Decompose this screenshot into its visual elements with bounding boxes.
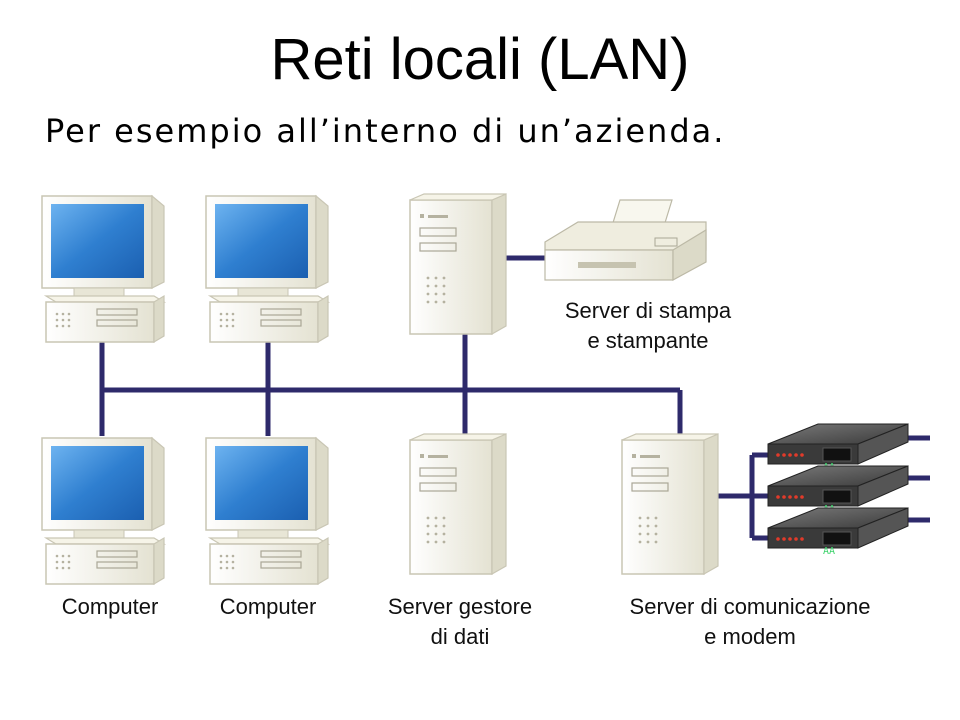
print-server-label-line1: Server di stampa: [564, 298, 732, 323]
comm-server-label-line2: e modem: [704, 624, 796, 649]
modem-stack: AA AA AA: [767, 423, 909, 557]
computer-icon: [205, 437, 329, 585]
computer-label-2: Computer: [219, 594, 317, 619]
slide-title: Reti locali (LAN): [270, 27, 690, 92]
slide-subtitle: Per esempio all’interno di un’azienda.: [45, 112, 726, 150]
modem-display-3: AA: [823, 546, 835, 557]
print-server-label-line2: e stampante: [587, 328, 709, 353]
comm-server-label-line1: Server di comunicazione: [629, 594, 871, 619]
computer-label-1: Computer: [61, 594, 159, 619]
comm-server-label: Server di comunicazione e modem: [600, 592, 900, 652]
computer-icon: [41, 437, 165, 585]
network-cables: [99, 255, 930, 541]
comm-server-tower-icon: [621, 433, 719, 575]
computer-icon: [41, 195, 165, 343]
print-server-label: Server di stampa e stampante: [548, 296, 748, 356]
data-server-label-line1: Server gestore: [387, 594, 533, 619]
data-server-tower-icon: [409, 433, 507, 575]
computer-icon: [205, 195, 329, 343]
printer-icon: [544, 199, 707, 282]
data-server-label-line2: di dati: [430, 624, 490, 649]
data-server-label: Server gestore di dati: [360, 592, 560, 652]
print-server-tower-icon: [409, 193, 507, 335]
modem-icon: AA: [767, 507, 909, 557]
